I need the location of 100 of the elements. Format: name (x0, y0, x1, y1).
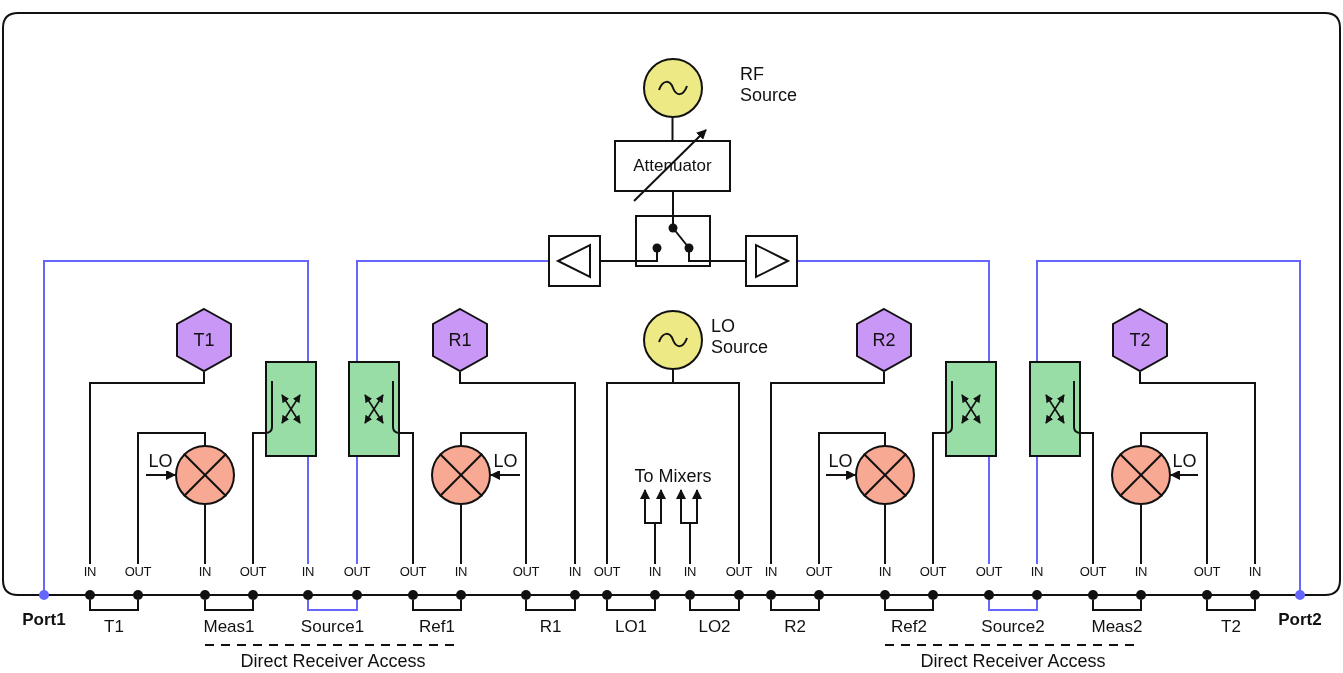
connector-line (710, 260, 746, 262)
arrow (825, 470, 856, 480)
directional-coupler (265, 361, 317, 457)
connector-label: OUT (124, 564, 152, 579)
connector-line (988, 456, 990, 565)
receiver-hexagon (1112, 308, 1168, 372)
connector-label: OUT (343, 564, 371, 579)
jumper-link (1092, 599, 1142, 611)
connector-label: IN (83, 564, 97, 579)
jumper-link (307, 599, 358, 611)
arrow (490, 470, 521, 480)
connector-line (1139, 371, 1256, 565)
connector-line (600, 260, 636, 262)
connector-line (1140, 432, 1208, 565)
connector-line (204, 504, 206, 565)
connector-line (89, 371, 205, 565)
amplifier-box (745, 235, 798, 287)
connector-line (399, 432, 414, 565)
port-label: Port2 (1278, 610, 1322, 630)
edge-label: LO (1170, 451, 1199, 471)
directional-coupler (945, 361, 997, 457)
jumper-link (204, 599, 254, 611)
connector-line (356, 260, 549, 362)
connector-label: IN (1248, 564, 1262, 579)
connector-label: IN (878, 564, 892, 579)
jumper-link (689, 599, 740, 611)
connector-line (932, 432, 946, 565)
connector-label: IN (568, 564, 582, 579)
connector-label: IN (198, 564, 212, 579)
connector-label: IN (454, 564, 468, 579)
connector-line (672, 369, 740, 565)
mixer-circle (175, 445, 235, 505)
connector-label: IN (683, 564, 697, 579)
connector-line (137, 432, 206, 565)
connector-label: IN (764, 564, 778, 579)
node-label: R1 (448, 329, 472, 351)
receiver-hexagon (856, 308, 912, 372)
directional-coupler (348, 361, 400, 457)
jumper-link (89, 599, 139, 611)
arrow (1170, 470, 1199, 480)
connector-line (797, 260, 990, 362)
jumper-link (1206, 599, 1256, 611)
connector-label: OUT (805, 564, 833, 579)
connector-line (818, 432, 886, 565)
connector-line (1140, 504, 1142, 565)
arrow (689, 489, 702, 565)
jumper-link (525, 599, 576, 611)
source-caption: LO Source (711, 316, 770, 358)
connector-label: OUT (1193, 564, 1221, 579)
signal-source-circle (643, 310, 703, 370)
source-caption: RF Source (740, 64, 799, 106)
connector-label: IN (301, 564, 315, 579)
jumper-link (606, 599, 656, 611)
connector-line (252, 432, 266, 565)
jumper-link (412, 599, 462, 611)
arrow (654, 489, 666, 565)
receiver-hexagon (432, 308, 488, 372)
jumper-link (884, 599, 934, 611)
mixer-circle (431, 445, 491, 505)
connector-line (1036, 260, 1301, 591)
connector-label: IN (648, 564, 662, 579)
connector-line (770, 371, 885, 565)
arrow (145, 470, 176, 480)
connector-line (672, 191, 674, 216)
connector-line (307, 456, 309, 565)
port-label: Port1 (22, 610, 66, 630)
connector-line (460, 504, 462, 565)
connector-label: OUT (1079, 564, 1107, 579)
connector-label: OUT (975, 564, 1003, 579)
connector-label: IN (1134, 564, 1148, 579)
node-label: R2 (872, 329, 896, 351)
connector-label: OUT (593, 564, 621, 579)
connector-label: IN (1030, 564, 1044, 579)
amplifier-box (548, 235, 601, 287)
connector-line (884, 504, 886, 565)
connector-line (356, 456, 358, 565)
mixer-circle (1111, 445, 1171, 505)
directional-coupler (1029, 361, 1081, 457)
jumper-link (988, 599, 1038, 611)
connector-label: OUT (919, 564, 947, 579)
connector-label: OUT (399, 564, 427, 579)
connector-line (671, 117, 674, 141)
edge-label: LO (146, 451, 175, 471)
mixer-feed-label: To Mixers (634, 465, 712, 487)
edge-label: LO (491, 451, 520, 471)
annotation-text: Direct Receiver Access (240, 650, 426, 672)
connector-label: OUT (725, 564, 753, 579)
connector-line (460, 432, 527, 565)
receiver-hexagon (176, 308, 232, 372)
connector-line (43, 260, 309, 591)
node-label: T2 (1129, 329, 1151, 351)
mixer-circle (855, 445, 915, 505)
jumper-link (770, 599, 820, 611)
node-label: T1 (193, 329, 215, 351)
connector-line (459, 371, 576, 565)
connector-label: OUT (512, 564, 540, 579)
connector-line (1080, 432, 1094, 565)
switch-box (635, 215, 711, 267)
connector-line (1036, 456, 1038, 565)
annotation-text: Direct Receiver Access (920, 650, 1106, 672)
